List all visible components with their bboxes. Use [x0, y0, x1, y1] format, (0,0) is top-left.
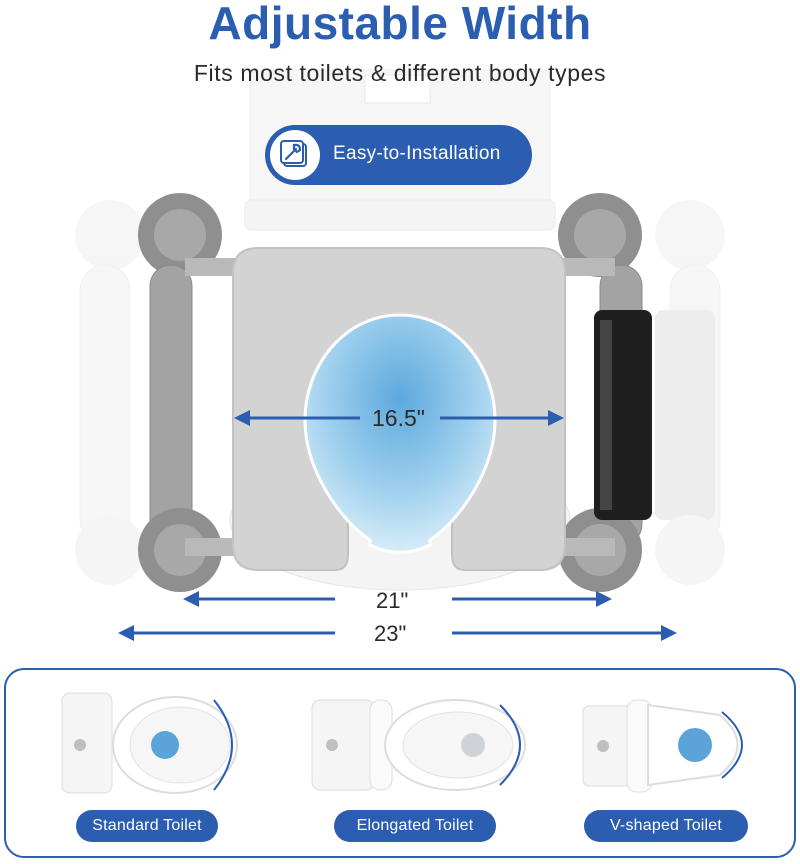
ghost-frame-left: [75, 200, 145, 585]
v-shaped-toilet-illustration: [582, 699, 743, 793]
standard-toilet-label: Standard Toilet: [76, 810, 218, 842]
badge-label: Easy-to-Installation: [333, 143, 501, 164]
page-title: Adjustable Width: [208, 0, 592, 49]
bowl-opening: [303, 313, 497, 554]
inner-width-arrow: [183, 591, 612, 607]
seat-width-label: 16.5": [372, 405, 425, 431]
installation-badge: Easy-to-Installation: [265, 125, 532, 185]
standard-toilet-illustration: [61, 692, 238, 794]
v-shaped-toilet-label: V-shaped Toilet: [584, 810, 748, 842]
outer-width-label: 23": [374, 621, 407, 646]
seat-width-arrow: [234, 410, 564, 426]
page-subtitle: Fits most toilets & different body types: [193, 60, 607, 86]
elongated-toilet-illustration: [311, 699, 526, 791]
frame-right: [555, 193, 652, 592]
outer-width-arrow: [118, 625, 677, 641]
ghost-frame-right: [655, 200, 725, 585]
wrench-icon: [270, 130, 320, 180]
elongated-toilet-label: Elongated Toilet: [334, 810, 496, 842]
frame-left: [138, 193, 245, 592]
toilet-types-panel: [4, 668, 796, 858]
inner-width-label: 21": [376, 588, 409, 613]
